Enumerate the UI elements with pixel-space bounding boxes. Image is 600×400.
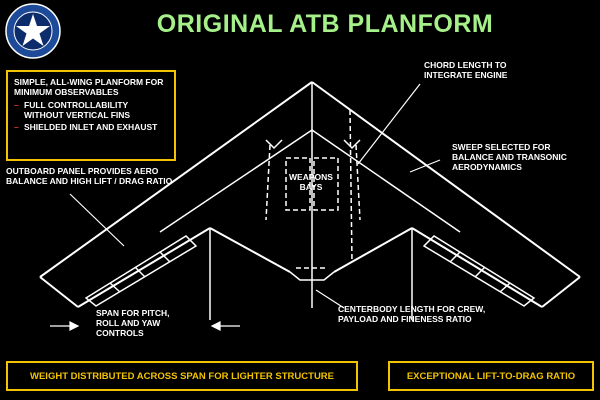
label-span: SPAN FOR PITCH, ROLL AND YAW CONTROLS [96, 308, 170, 338]
wing-tip-right [541, 276, 581, 308]
lift-drag-text: EXCEPTIONAL LIFT-TO-DRAG RATIO [406, 370, 576, 382]
wing-tip-left [39, 276, 79, 308]
star-icon [16, 14, 50, 46]
info-box: SIMPLE, ALL-WING PLANFORM FOR MINIMUM OB… [6, 70, 176, 161]
trailing-edge-right-inboard [333, 227, 413, 273]
weight-box: WEIGHT DISTRIBUTED ACROSS SPAN FOR LIGHT… [6, 361, 358, 391]
info-bullet: SHIELDED INLET AND EXHAUST [14, 122, 168, 132]
leading-edge-right [311, 81, 581, 278]
info-bullets: FULL CONTROLLABILITY WITHOUT VERTICAL FI… [14, 100, 168, 132]
lift-drag-box: EXCEPTIONAL LIFT-TO-DRAG RATIO [388, 361, 594, 391]
label-centerbody: CENTERBODY LENGTH FOR CREW, PAYLOAD AND … [338, 304, 486, 324]
info-heading: SIMPLE, ALL-WING PLANFORM FOR MINIMUM OB… [14, 77, 164, 97]
leading-edge-left [39, 81, 313, 278]
trailing-edge-right-outboard [411, 227, 543, 308]
label-sweep: SWEEP SELECTED FOR BALANCE AND TRANSONIC… [452, 142, 567, 172]
elevon-right [422, 235, 536, 307]
label-outboard-panel: OUTBOARD PANEL PROVIDES AERO BALANCE AND… [6, 166, 173, 186]
label-weapons-bays: WEAPONS BAYS [289, 172, 333, 192]
weight-text: WEIGHT DISTRIBUTED ACROSS SPAN FOR LIGHT… [30, 370, 334, 382]
weapons-bay-right [313, 157, 339, 211]
label-chord-length: CHORD LENGTH TO INTEGRATE ENGINE [424, 60, 508, 80]
emblem-seal [5, 3, 61, 59]
weapons-bay-left [285, 157, 311, 211]
centerbody-tail [289, 271, 335, 281]
trailing-edge-left-outboard [77, 227, 211, 308]
elevon-left [84, 235, 198, 307]
info-bullet: FULL CONTROLLABILITY WITHOUT VERTICAL FI… [14, 100, 168, 120]
trailing-edge-left-inboard [209, 227, 291, 273]
page-title: ORIGINAL ATB PLANFORM [156, 10, 494, 38]
